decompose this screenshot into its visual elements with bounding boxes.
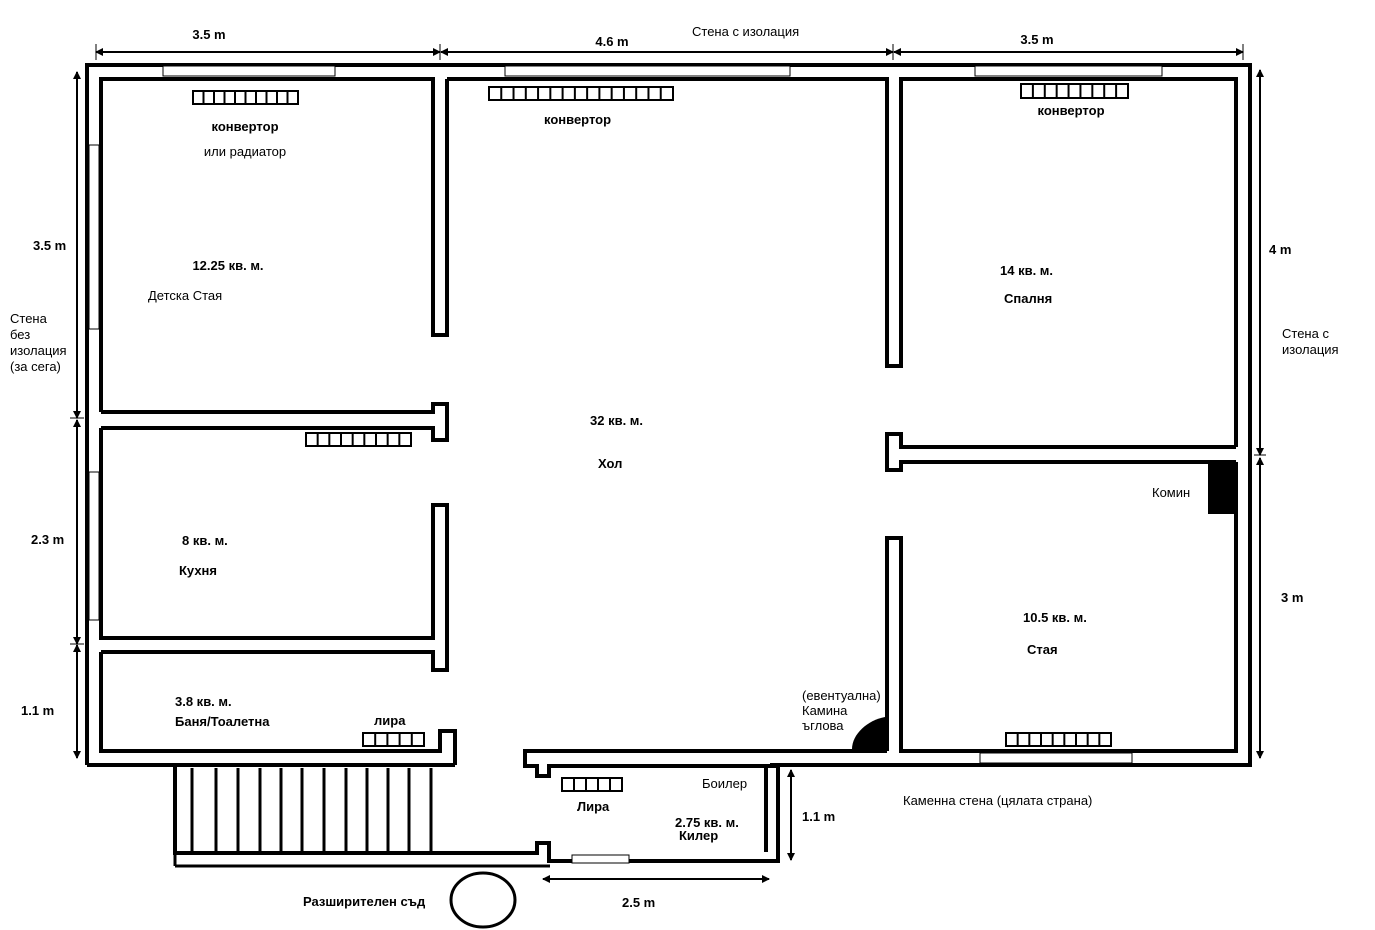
chimney-label: Комин xyxy=(1152,485,1191,500)
wall-note-left: Стена без изолация (за сега) xyxy=(10,311,67,374)
bathroom-area: 3.8 кв. м. xyxy=(175,694,232,709)
kitchen-name: Кухня xyxy=(179,563,217,578)
heater-icon xyxy=(1005,732,1112,747)
heater-icon xyxy=(362,732,425,747)
hall-top-wall xyxy=(447,77,1238,447)
storage-wall xyxy=(173,764,780,863)
wall-note-right: Стена с изолация xyxy=(1282,326,1339,357)
room-name: Стая xyxy=(1027,642,1058,657)
dim-storage-height: 1.1 m xyxy=(802,809,836,824)
hall-bottom-wall xyxy=(523,749,887,778)
room-wall xyxy=(885,462,1238,753)
window xyxy=(571,854,630,864)
dim-top-middle: 4.6 m xyxy=(595,34,629,49)
kids-area: 12.25 кв. м. xyxy=(192,258,264,273)
kitchen-area: 8 кв. м. xyxy=(182,533,228,548)
storage-heater-label: Лира xyxy=(577,799,610,814)
dim-left-top: 3.5 m xyxy=(33,238,67,253)
bedroom-area: 14 кв. м. xyxy=(1000,263,1054,278)
hall-heater-label: конвертор xyxy=(544,112,612,127)
window xyxy=(979,752,1133,764)
window xyxy=(88,144,100,330)
dim-storage-width: 2.5 m xyxy=(622,895,656,910)
dim-top-right: 3.5 m xyxy=(1020,32,1054,47)
bedroom-bottom-wall xyxy=(885,432,1236,472)
bath-wall xyxy=(99,652,457,765)
kids-room-wall xyxy=(99,77,449,412)
heater-icon xyxy=(561,777,623,792)
heater-icon xyxy=(488,86,674,101)
dim-right-top: 4 m xyxy=(1269,242,1292,257)
bedroom-name: Спалня xyxy=(1004,291,1053,306)
heater-icon xyxy=(1020,83,1129,99)
wall-note-top: Стена с изолация xyxy=(692,24,800,39)
window xyxy=(162,65,336,77)
kids-room-bottom-wall xyxy=(101,402,449,442)
kids-heater-alt-label: или радиатор xyxy=(203,144,287,159)
wall-note-bottom: Каменна стена (цялата страна) xyxy=(903,793,1093,808)
heater-icon xyxy=(305,432,412,447)
bedroom-heater-label: конвертор xyxy=(1037,103,1105,118)
kids-name: Детска Стая xyxy=(148,288,223,303)
storage-name: Килер xyxy=(679,828,719,843)
fireplace-label: (евентуална) Камина ъглова xyxy=(802,688,881,733)
storage-area: 2.75 кв. м. xyxy=(675,815,739,830)
dim-top-left: 3.5 m xyxy=(192,27,226,42)
kids-heater-label: конвертор xyxy=(211,119,279,134)
hall-area: 32 кв. м. xyxy=(590,413,644,428)
porch-steps xyxy=(173,768,433,866)
dim-left-middle: 2.3 m xyxy=(31,532,65,547)
dim-right-bottom: 3 m xyxy=(1281,590,1304,605)
window xyxy=(974,65,1163,77)
room-area: 10.5 кв. м. xyxy=(1023,610,1087,625)
heater-icon xyxy=(192,90,299,105)
outer-wall xyxy=(85,63,1252,767)
expansion-tank xyxy=(449,871,517,929)
hall-name: Хол xyxy=(598,456,623,471)
boiler-label: Боилер xyxy=(702,776,748,791)
window xyxy=(504,65,791,77)
chimney xyxy=(1208,462,1234,514)
window xyxy=(88,471,100,621)
expansion-tank-label: Разширителен съд xyxy=(303,894,426,909)
bathroom-heater-label: лира xyxy=(374,713,406,728)
kitchen-wall xyxy=(99,428,449,672)
fireplace-corner xyxy=(852,717,885,751)
dim-left-bottom: 1.1 m xyxy=(21,703,55,718)
bathroom-name: Баня/Тоалетна xyxy=(175,714,270,729)
